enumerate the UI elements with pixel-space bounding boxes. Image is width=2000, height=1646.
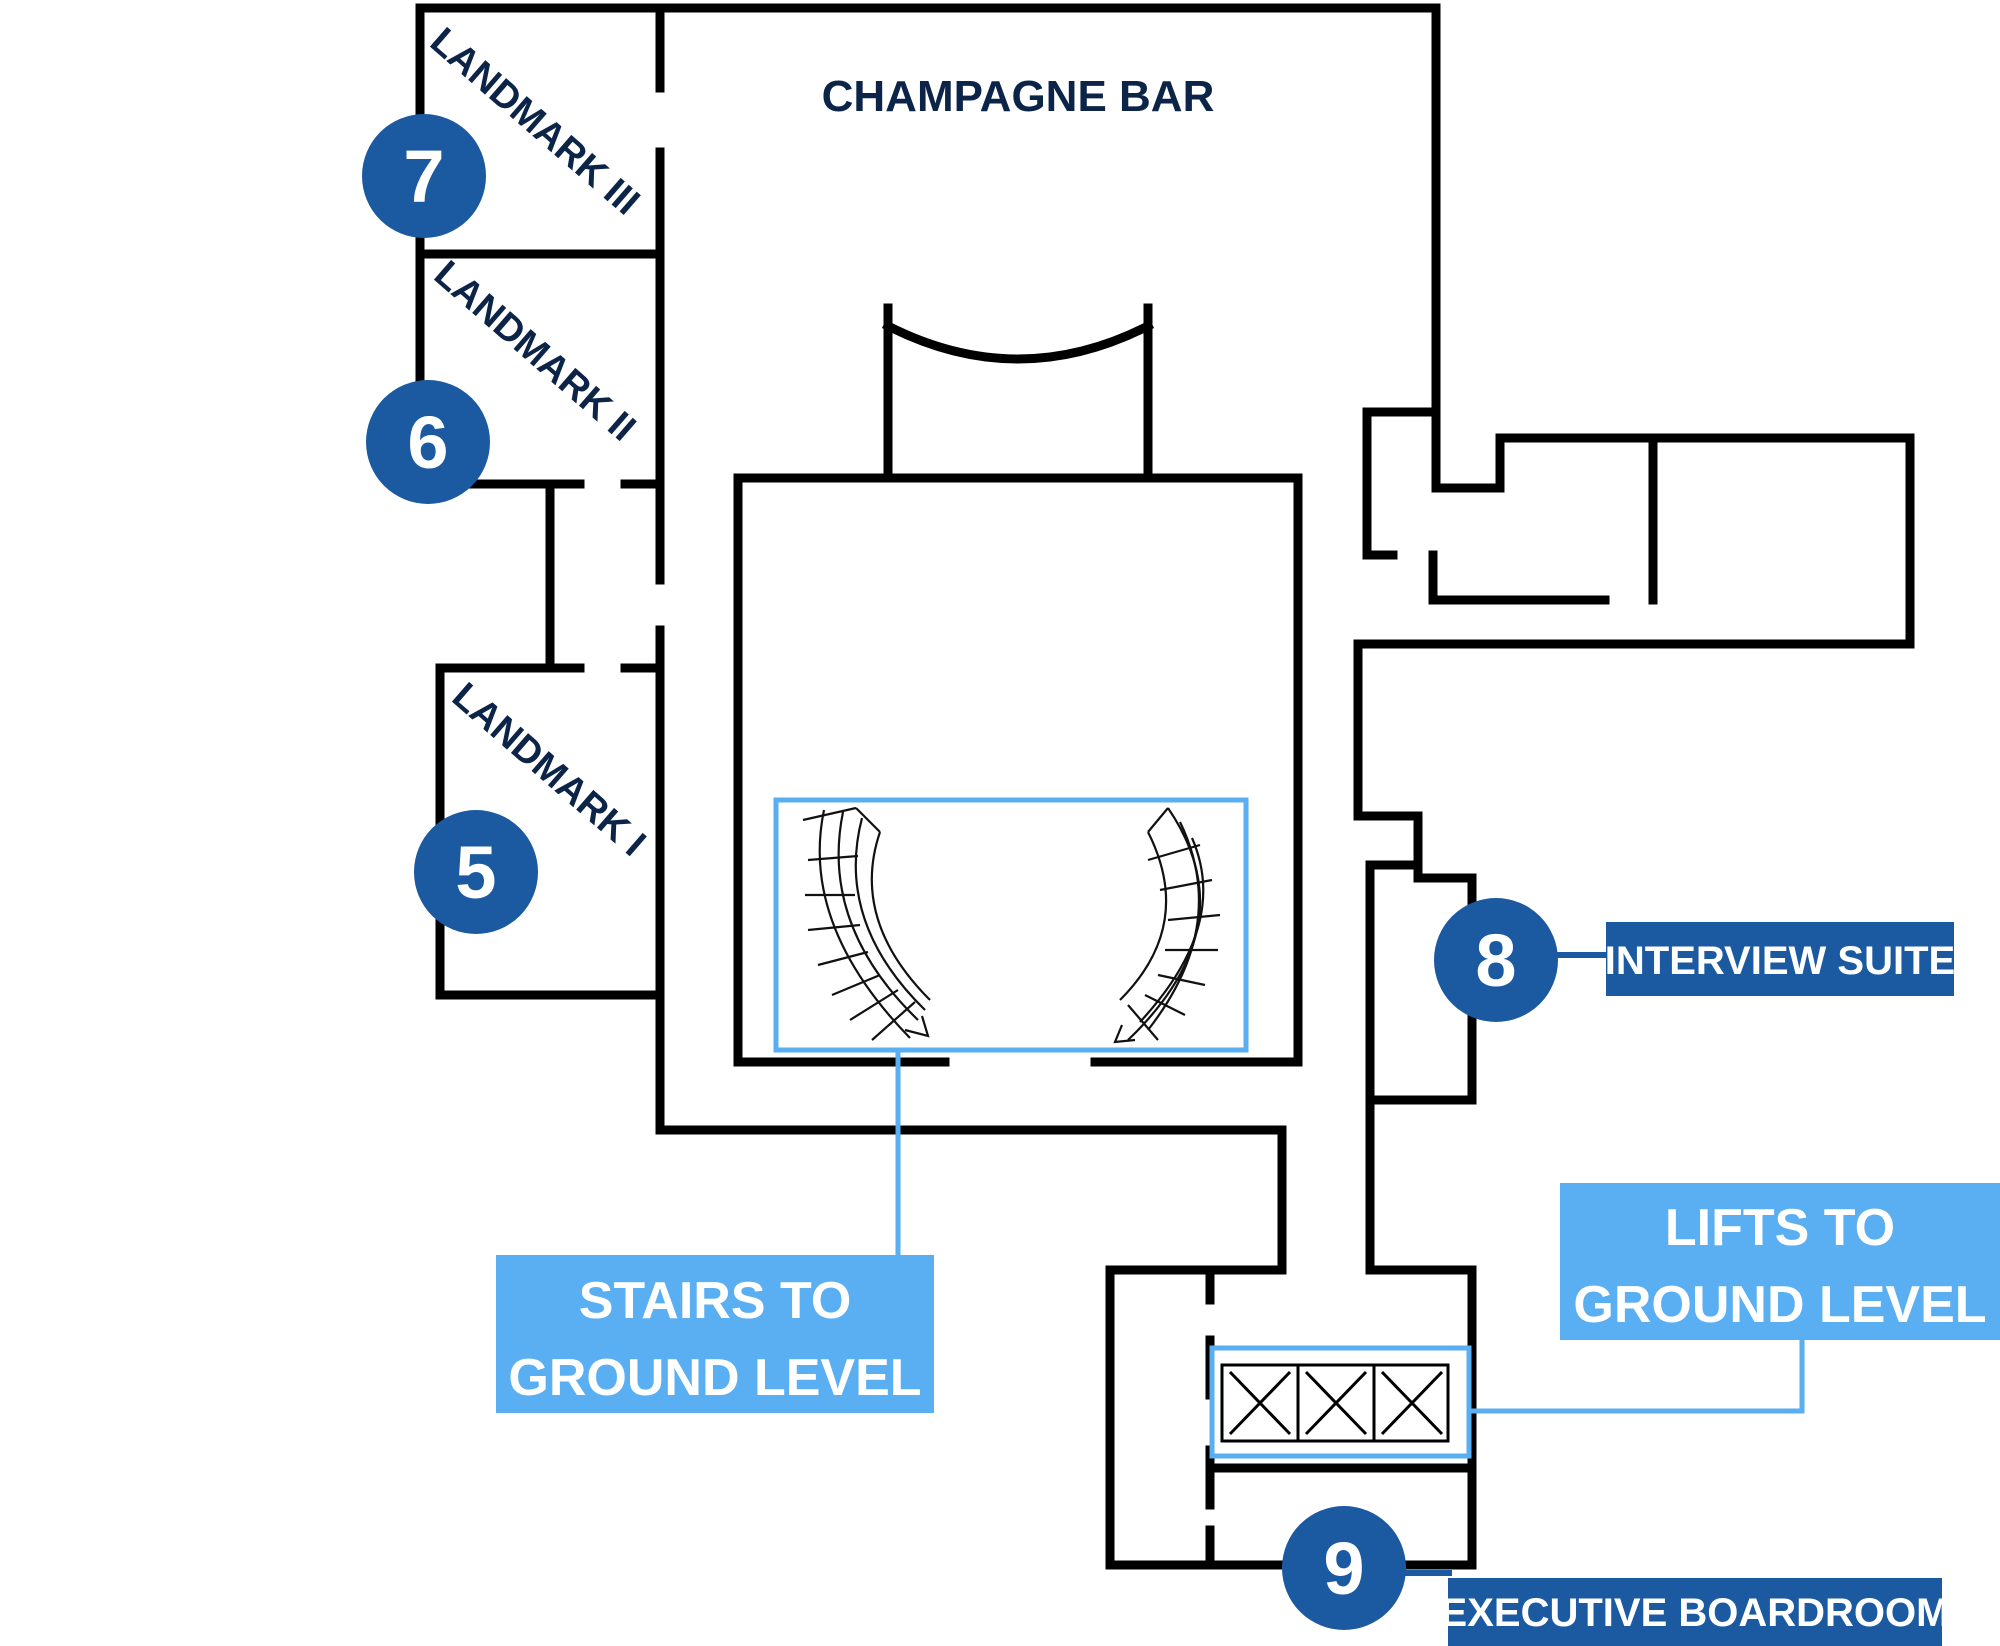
badge-9: 9	[1282, 1506, 1406, 1630]
svg-text:GROUND LEVEL: GROUND LEVEL	[1573, 1276, 1986, 1334]
stairs-outline	[773, 797, 1249, 1053]
svg-text:INTERVIEW SUITE: INTERVIEW SUITE	[1605, 939, 1955, 983]
badge-5: 5	[414, 810, 538, 934]
svg-text:STAIRS TO: STAIRS TO	[579, 1272, 852, 1330]
badge-6: 6	[366, 380, 490, 504]
callout-executive-boardroom: EXECUTIVE BOARDROOM	[1441, 1578, 1950, 1646]
svg-text:7: 7	[403, 135, 444, 218]
callout-connectors	[895, 952, 1805, 1576]
badge-7: 7	[362, 114, 486, 238]
lifts-outline	[1209, 1345, 1472, 1459]
svg-text:9: 9	[1323, 1527, 1364, 1610]
stairs-left	[802, 806, 931, 1041]
svg-text:GROUND LEVEL: GROUND LEVEL	[508, 1349, 921, 1407]
walls	[415, 3, 1915, 1570]
lift-cars	[1220, 1363, 1450, 1443]
svg-text:LIFTS TO: LIFTS TO	[1665, 1199, 1895, 1257]
svg-text:8: 8	[1475, 919, 1516, 1002]
callout-interview-suite: INTERVIEW SUITE	[1605, 922, 1955, 996]
svg-text:6: 6	[407, 401, 448, 484]
callout-lifts: LIFTS TO GROUND LEVEL	[1560, 1183, 2000, 1340]
stairs-right	[1113, 807, 1221, 1044]
room-label-champagne-bar: CHAMPAGNE BAR	[822, 72, 1215, 121]
badge-8: 8	[1434, 898, 1558, 1022]
svg-text:5: 5	[455, 831, 496, 914]
callout-stairs: STAIRS TO GROUND LEVEL	[496, 1255, 934, 1413]
svg-text:EXECUTIVE BOARDROOM: EXECUTIVE BOARDROOM	[1441, 1591, 1950, 1635]
